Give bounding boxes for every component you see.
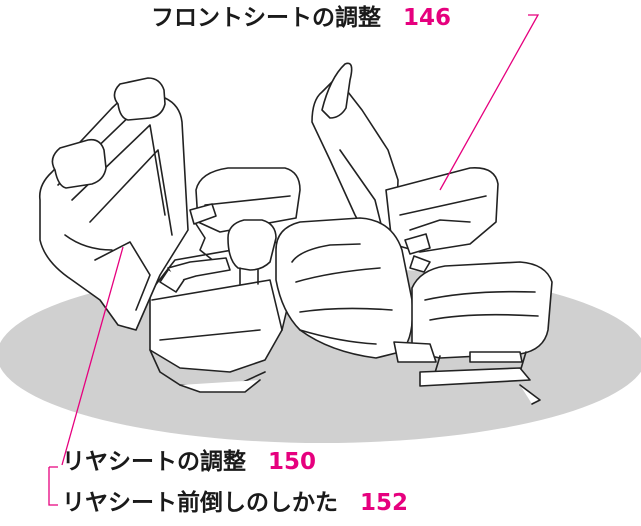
leader-line-front-seat: [439, 14, 540, 191]
leader-lines: [48, 14, 540, 506]
callout-front-seat: フロントシートの調整 146: [151, 7, 451, 30]
front-seat-drawing: [227, 62, 553, 405]
leader-line-rear-seat: [61, 246, 124, 466]
callout-rear-seat-fold-page[interactable]: 152: [360, 490, 409, 516]
callout-front-seat-page[interactable]: 146: [403, 5, 452, 31]
rear-seat-drawing: [38, 77, 301, 393]
callout-rear-seat-fold: リヤシート前倒しのしかた 152: [62, 492, 408, 515]
callout-rear-seat-adjust-page[interactable]: 150: [268, 449, 317, 475]
callout-rear-seat-adjust-label: リヤシートの調整: [62, 449, 246, 475]
callout-rear-seat-fold-label: リヤシート前倒しのしかた: [62, 490, 338, 516]
callout-rear-seat-adjust: リヤシートの調整 150: [62, 451, 316, 474]
callout-front-seat-label: フロントシートの調整: [151, 5, 381, 31]
leader-line-rear-fold: [48, 466, 58, 506]
